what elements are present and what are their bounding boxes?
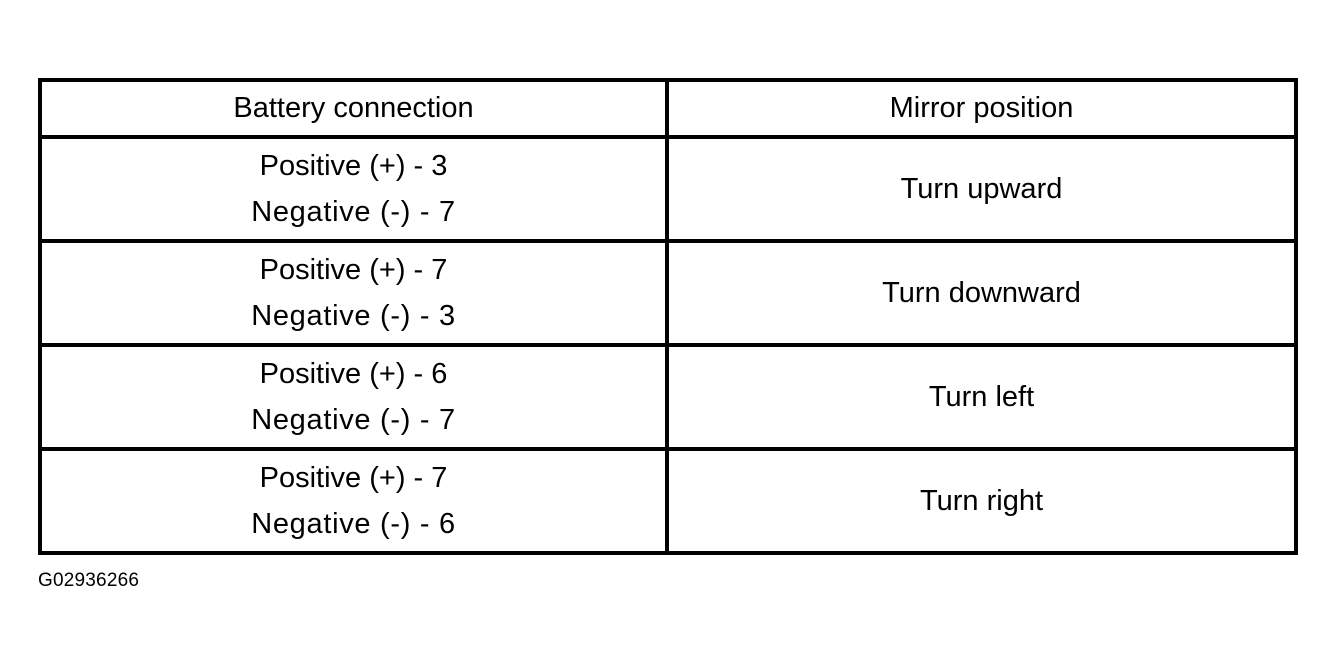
cell-mirror-position: Turn upward	[665, 135, 1298, 243]
battery-connection-mirror-position-table: Battery connection Mirror position Posit…	[38, 78, 1298, 555]
cell-battery-connection: Positive (+) - 7 Negative (-) - 3	[38, 239, 669, 347]
column-header-mirror-position: Mirror position	[665, 78, 1298, 139]
mirror-position-value: Turn downward	[882, 277, 1081, 309]
mirror-position-value: Turn right	[919, 485, 1044, 517]
battery-connection-lines: Positive (+) - 7 Negative (-) - 6	[42, 455, 665, 547]
cell-battery-connection: Positive (+) - 6 Negative (-) - 7	[38, 343, 669, 451]
battery-connection-positive: Positive (+) - 3	[259, 150, 448, 182]
battery-connection-negative: Negative (-) - 7	[251, 196, 456, 228]
battery-connection-positive: Positive (+) - 7	[259, 462, 448, 494]
cell-battery-connection: Positive (+) - 7 Negative (-) - 6	[38, 447, 669, 555]
table-row: Positive (+) - 7 Negative (-) - 3 Turn d…	[38, 239, 1298, 347]
battery-connection-negative: Negative (-) - 3	[251, 300, 456, 332]
table-header-row: Battery connection Mirror position	[38, 78, 1298, 139]
table-row: Positive (+) - 7 Negative (-) - 6 Turn r…	[38, 447, 1298, 555]
mirror-position-value: Turn upward	[900, 173, 1063, 205]
column-header-battery-connection: Battery connection	[38, 78, 669, 139]
cell-mirror-position: Turn left	[665, 343, 1298, 451]
mirror-position-value: Turn left	[928, 381, 1035, 413]
battery-connection-negative: Negative (-) - 7	[251, 404, 456, 436]
cell-mirror-position: Turn downward	[665, 239, 1298, 347]
cell-battery-connection: Positive (+) - 3 Negative (-) - 7	[38, 135, 669, 243]
battery-connection-lines: Positive (+) - 7 Negative (-) - 3	[42, 247, 665, 339]
battery-connection-positive: Positive (+) - 6	[259, 358, 448, 390]
battery-connection-lines: Positive (+) - 6 Negative (-) - 7	[42, 351, 665, 443]
table-row: Positive (+) - 6 Negative (-) - 7 Turn l…	[38, 343, 1298, 451]
battery-connection-negative: Negative (-) - 6	[251, 508, 456, 540]
table-row: Positive (+) - 3 Negative (-) - 7 Turn u…	[38, 135, 1298, 243]
battery-connection-lines: Positive (+) - 3 Negative (-) - 7	[42, 143, 665, 235]
table-header: Battery connection Mirror position	[38, 78, 1298, 139]
cell-mirror-position: Turn right	[665, 447, 1298, 555]
figure-caption: G02936266	[38, 570, 140, 591]
table-body: Positive (+) - 3 Negative (-) - 7 Turn u…	[38, 135, 1298, 555]
battery-connection-positive: Positive (+) - 7	[259, 254, 448, 286]
